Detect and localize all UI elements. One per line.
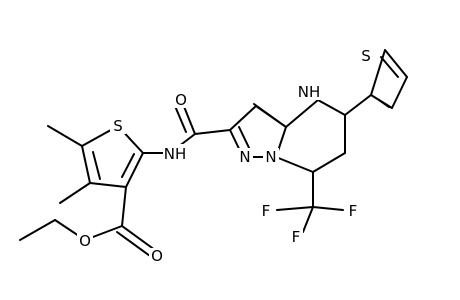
bond (380, 56, 399, 78)
bond (116, 231, 151, 257)
bond (59, 182, 91, 204)
atom-label-nh: NH (298, 83, 321, 101)
bond (378, 99, 390, 108)
atom-labels: S O NH NH N N S O (77, 47, 374, 265)
atom-label-o: O (151, 247, 163, 265)
bond (238, 126, 252, 153)
bond (121, 153, 135, 178)
bond (285, 99, 319, 128)
atom-o-ester-carbonyl: O (149, 247, 165, 265)
bond (344, 94, 372, 116)
bond (302, 206, 314, 233)
atom-label-s: S (361, 47, 371, 65)
atom-label-n: N (265, 148, 276, 166)
atom-nh-amide: NH (163, 144, 187, 163)
atom-o-carbonyl-amide: O (173, 91, 189, 109)
atom-n-pyrazole-b: N (263, 148, 279, 166)
bond (391, 76, 408, 109)
atom-s-thiophene-side: S (358, 47, 374, 65)
atom-label-f: F (292, 228, 301, 246)
atom-label-o: O (79, 232, 91, 250)
atom-label-o: O (175, 91, 187, 109)
atom-f-3: F (289, 228, 303, 246)
bond (229, 105, 257, 131)
bond (370, 49, 386, 96)
atom-n-pyrazole-a: N (237, 148, 253, 166)
bond (312, 152, 346, 173)
bond (47, 125, 83, 147)
bonds (19, 49, 408, 257)
bond (19, 219, 56, 241)
bond (89, 182, 127, 188)
atom-label-f: F (349, 202, 358, 220)
bond (121, 225, 156, 251)
atom-label-s: S (113, 117, 123, 135)
atom-s-thiophene-ester: S (110, 117, 126, 135)
bond (312, 206, 344, 211)
bond (182, 103, 196, 135)
bond (92, 151, 101, 180)
atom-o-ester-ether: O (77, 232, 93, 250)
bond (275, 156, 314, 173)
atom-f-1: F (259, 202, 273, 220)
bond (194, 129, 231, 135)
atom-nh-ring: NH (296, 82, 322, 101)
atom-label-n: N (239, 148, 250, 166)
atom-label-nh: NH (164, 145, 187, 163)
bond (276, 206, 314, 211)
bond (384, 49, 408, 78)
atom-f-2: F (346, 202, 360, 220)
atom-label-f: F (262, 202, 271, 220)
bond (121, 186, 127, 227)
bond (81, 145, 91, 184)
bond (317, 99, 346, 116)
bond (253, 103, 280, 123)
bond (174, 105, 187, 133)
bond (125, 152, 144, 188)
